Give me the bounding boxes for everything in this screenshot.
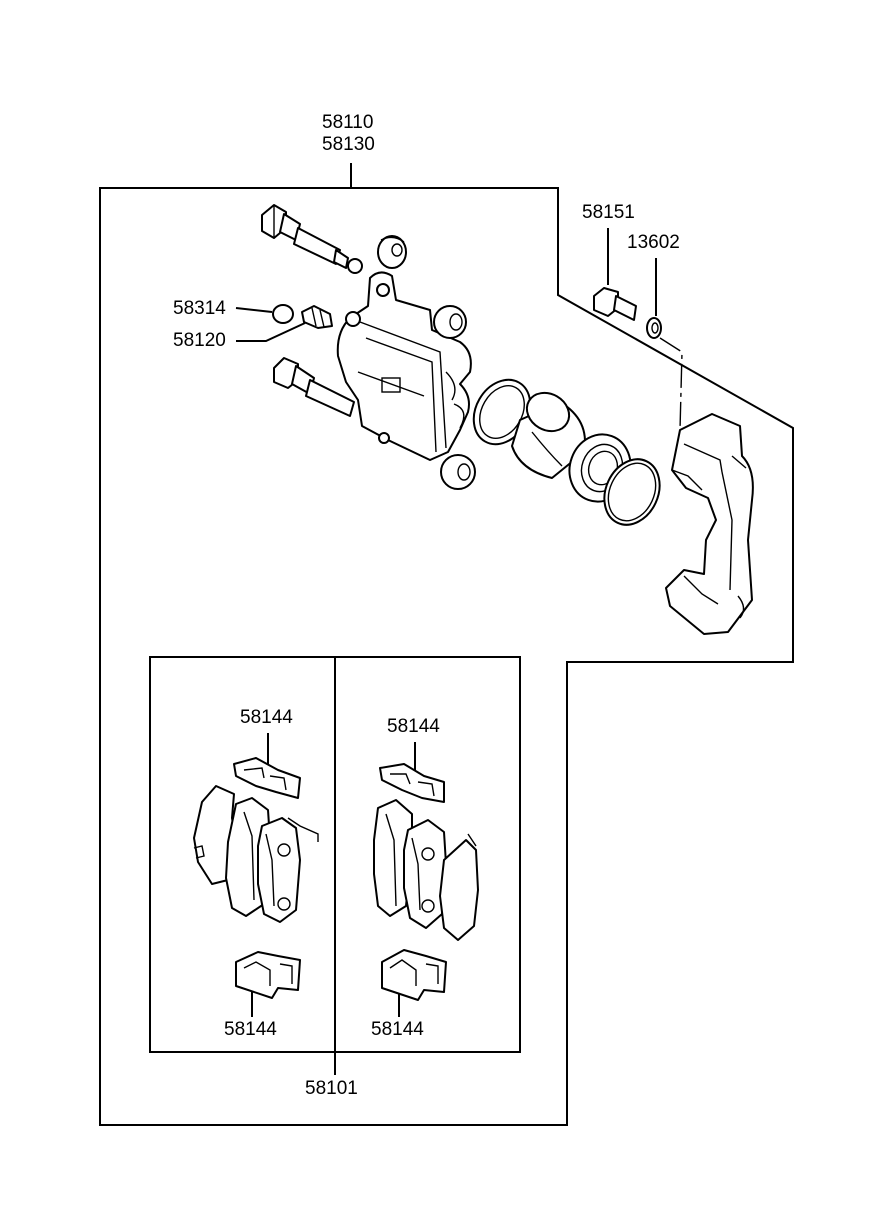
caliper-assy-label-2: 58130 bbox=[322, 134, 375, 155]
bleeder-screw bbox=[301, 305, 333, 329]
caliper-bracket bbox=[665, 413, 754, 635]
dust-boot-mid bbox=[433, 305, 467, 339]
mounting-bolt bbox=[593, 287, 637, 321]
brake-pad-left-inner-b bbox=[257, 817, 319, 923]
bolt-axis-line bbox=[659, 337, 683, 431]
guide-bolt-label: 58151 bbox=[582, 202, 635, 223]
shim-left-bottom bbox=[235, 951, 301, 999]
dust-boot-upper bbox=[377, 235, 407, 269]
bleeder-cap bbox=[272, 304, 294, 324]
washer-label: 13602 bbox=[627, 232, 680, 253]
shim-right-bottom bbox=[381, 949, 447, 1001]
pad-kit-box bbox=[149, 656, 521, 1075]
retaining-ring bbox=[603, 458, 661, 526]
shim-left-top bbox=[233, 757, 301, 799]
brake-pad-right-inner-a bbox=[373, 799, 413, 917]
brake-pad-right-outer bbox=[439, 833, 479, 941]
bleeder-cap-label: 58314 bbox=[173, 298, 226, 319]
shim-right-top bbox=[379, 763, 445, 803]
guide-pin-upper bbox=[261, 204, 363, 274]
brake-pad-right-inner-b bbox=[403, 819, 447, 929]
shim-label-right-bottom: 58144 bbox=[371, 1019, 424, 1040]
caliper-body bbox=[336, 271, 472, 461]
washer bbox=[646, 317, 662, 339]
assembly-outline bbox=[99, 163, 794, 1126]
guide-pin-lower bbox=[273, 357, 355, 417]
dust-boot-lower bbox=[440, 454, 476, 490]
caliper-assy-label-1: 58110 bbox=[322, 112, 373, 133]
shim-label-right-top: 58144 bbox=[387, 716, 440, 737]
piston bbox=[511, 391, 586, 479]
shim-label-left-top: 58144 bbox=[240, 707, 293, 728]
shim-label-left-bottom: 58144 bbox=[224, 1019, 277, 1040]
bleeder-screw-label: 58120 bbox=[173, 330, 226, 351]
pad-kit-label: 58101 bbox=[305, 1078, 358, 1099]
